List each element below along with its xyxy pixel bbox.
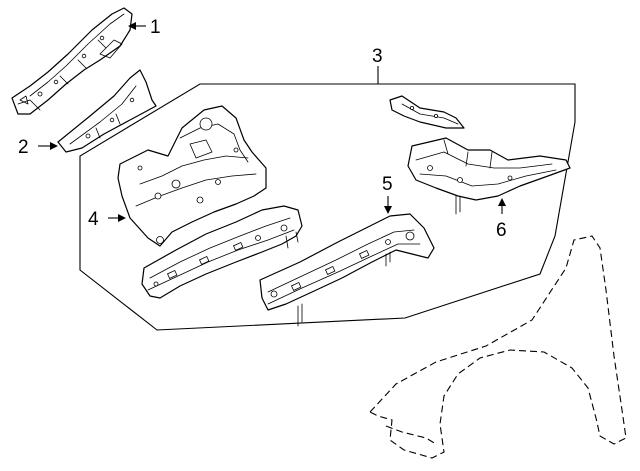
callout-6-label: 6 [496, 220, 507, 241]
callout-6: 6 [496, 198, 507, 241]
upper-bracket[interactable] [389, 95, 465, 129]
part-6-crossmember-extension[interactable] [407, 137, 571, 215]
part-2-apron-reinforcement[interactable] [57, 69, 157, 153]
callout-2-label: 2 [18, 137, 29, 158]
part-5-frame-rail-right[interactable] [259, 213, 435, 327]
fender-reference [369, 235, 627, 459]
part-1-upper-reinforcement[interactable] [11, 7, 133, 115]
frame-rail-left[interactable] [141, 205, 303, 299]
callout-2: 2 [18, 137, 58, 158]
callout-1-label: 1 [150, 17, 161, 38]
callout-3: 3 [372, 46, 383, 84]
callout-4-label: 4 [88, 209, 99, 230]
group-3-outline [79, 83, 576, 331]
callout-4: 4 [88, 209, 126, 230]
part-4-wheelhouse-apron[interactable] [117, 105, 267, 247]
callout-1: 1 [128, 17, 161, 38]
callout-5: 5 [382, 174, 393, 214]
callout-5-label: 5 [382, 174, 393, 195]
callout-3-label: 3 [372, 46, 383, 67]
